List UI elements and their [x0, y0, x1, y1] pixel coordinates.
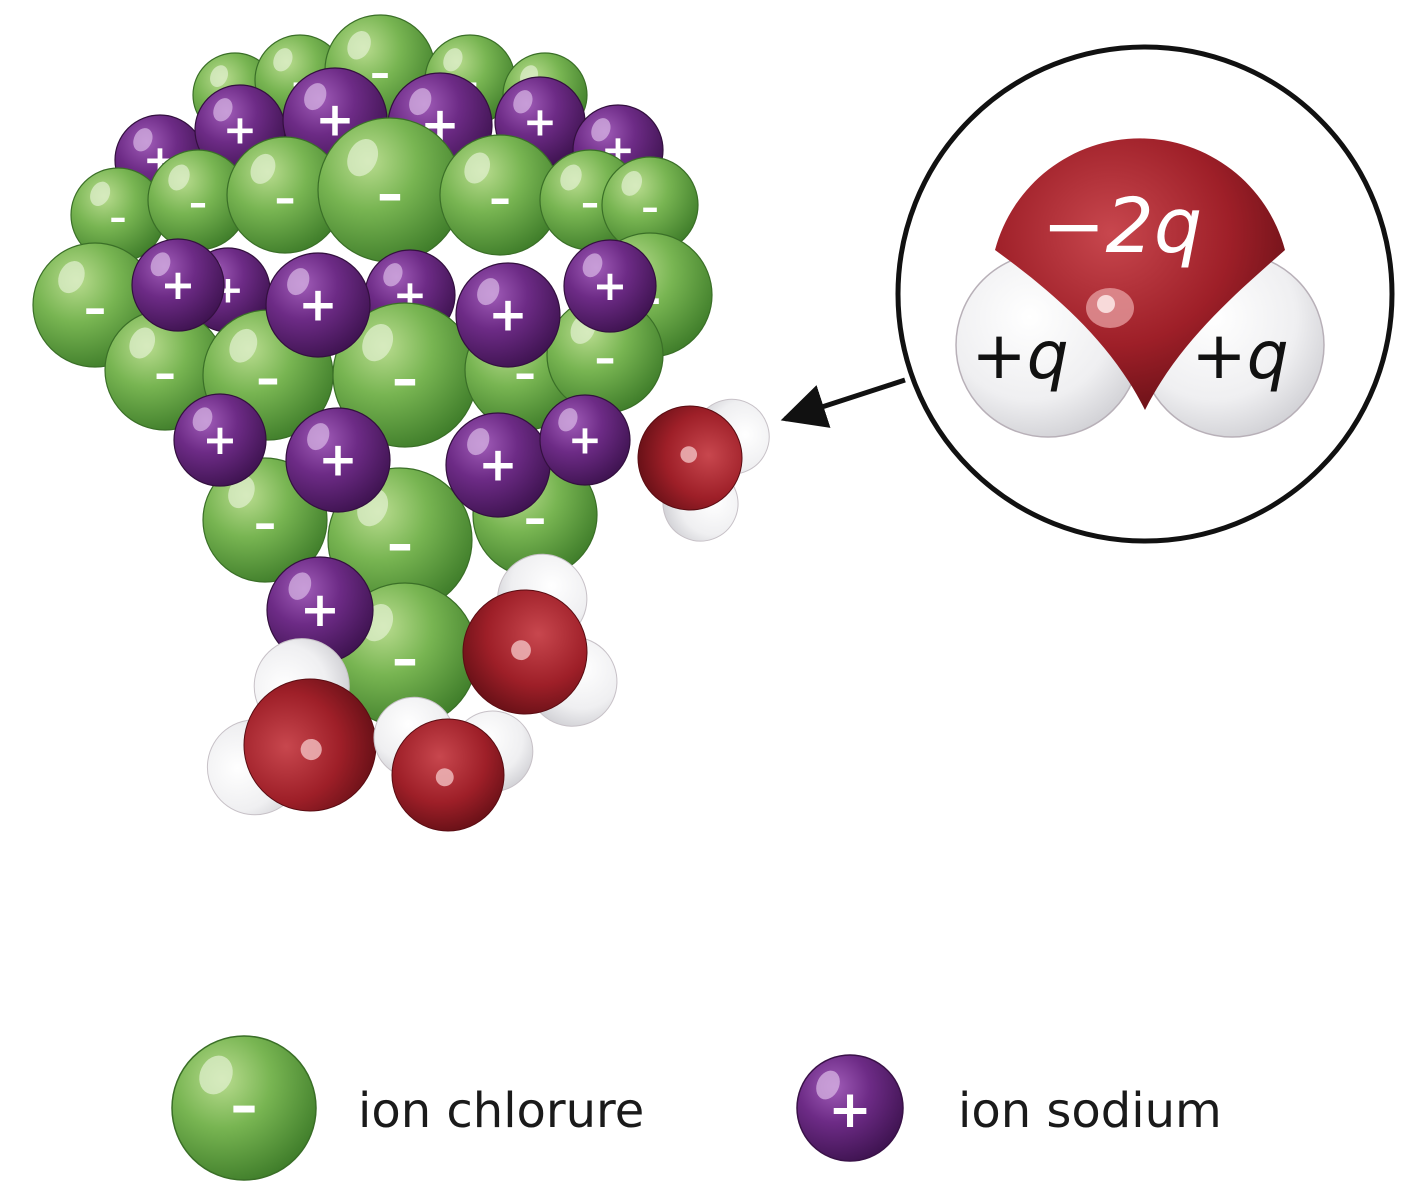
ion-sign: – [275, 173, 296, 222]
chloride-ion: – [439, 134, 561, 256]
water-molecule-inset: −2q +q +q [895, 44, 1395, 544]
hydrogen-right-charge-label: +q [1191, 317, 1288, 394]
chloride-ion: – [104, 309, 226, 431]
legend: – ion chlorure + ion sodium [171, 1035, 1222, 1181]
sodium-ion: + [131, 238, 225, 332]
ion-sign: + [161, 261, 196, 309]
water-molecule [637, 398, 770, 542]
sodium-ion: + [445, 412, 551, 518]
ion-sign: + [488, 289, 527, 343]
ion-sign: – [377, 165, 403, 225]
ion-sign: – [84, 283, 106, 335]
ion-sign: – [641, 188, 658, 228]
chloride-ion: – [332, 302, 478, 448]
ion-sign: – [370, 51, 390, 97]
chloride-ion: – [317, 117, 463, 263]
hydrogen-left-charge-label: +q [971, 317, 1068, 394]
chloride-ion: – [70, 167, 166, 263]
ion-sign: – [489, 174, 511, 224]
water-molecule [462, 553, 618, 727]
ion-sign: – [256, 353, 279, 407]
ion-sign: + [478, 439, 517, 493]
chloride-ion: – [226, 136, 344, 254]
water-molecule [206, 638, 377, 816]
chloride-ion: – [147, 149, 249, 251]
legend-chloride-icon: – [171, 1035, 317, 1181]
sodium-ion: + [285, 407, 391, 513]
ion-sign: + [223, 106, 257, 154]
sodium-ion: + [563, 239, 657, 333]
water-molecule [373, 696, 534, 832]
oxygen-charge-label: −2q [1042, 181, 1202, 270]
ion-sign: – [110, 198, 127, 237]
ion-sign: + [593, 262, 628, 310]
ion-sign: – [387, 515, 413, 575]
sodium-ion: + [539, 394, 631, 486]
ion-sign: – [189, 183, 207, 224]
ion-sign: – [392, 350, 418, 410]
nacl-crystal-cluster: –––––++++++–––––––––++–––––++++–––++++–+ [32, 14, 713, 728]
ion-sign: – [154, 349, 176, 399]
legend-chloride-label: ion chlorure [358, 1083, 644, 1139]
ion-sign: – [392, 630, 418, 690]
svg-text:–: – [231, 1074, 258, 1137]
chloride-ion: – [546, 296, 664, 414]
ion-sign: + [318, 434, 357, 488]
svg-text:+: + [828, 1080, 872, 1140]
sodium-ion: + [265, 252, 371, 358]
inset-oxygen [995, 138, 1285, 410]
water-molecules [206, 398, 770, 832]
pointer-arrow [780, 377, 906, 428]
legend-sodium-icon: + [796, 1054, 904, 1162]
ion-sign: + [203, 416, 238, 464]
ion-sign: – [595, 333, 616, 382]
ion-sign: – [581, 183, 599, 224]
ion-sign: + [523, 98, 557, 146]
legend-sodium-label: ion sodium [958, 1083, 1222, 1139]
sodium-ion: + [266, 556, 374, 664]
chloride-ion: – [601, 156, 699, 254]
ion-sign: – [254, 498, 276, 550]
ion-sign: + [568, 416, 602, 464]
ion-sign: + [300, 583, 340, 638]
ion-sign: + [298, 279, 337, 333]
sodium-ion: + [455, 262, 561, 368]
sodium-ion: + [173, 393, 267, 487]
